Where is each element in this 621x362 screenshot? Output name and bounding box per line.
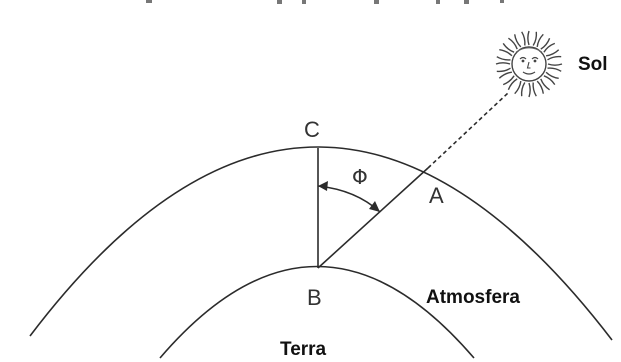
label-angle-phi: Φ <box>352 165 368 189</box>
sun-ray <box>508 37 518 50</box>
sun-ray <box>502 75 515 86</box>
sun-ray <box>536 80 544 94</box>
sun-ray-dashed <box>427 92 509 169</box>
label-earth: Terra <box>280 339 327 360</box>
slant-path-ba <box>317 167 429 269</box>
sun-ray <box>536 33 544 47</box>
sun-ray <box>543 42 556 53</box>
atmosphere-boundary-arc <box>29 146 613 341</box>
angle-arrow-right <box>369 201 380 212</box>
sun-ray <box>514 81 522 95</box>
sun-ray <box>502 43 515 53</box>
sun-ray <box>532 82 537 97</box>
sun-ray <box>520 82 526 97</box>
label-atmosphere: Atmosfera <box>426 287 520 308</box>
sun-ray <box>528 82 531 98</box>
sun-ray <box>532 31 538 46</box>
angle-arrow-left <box>318 181 328 191</box>
sun-ray <box>547 67 562 72</box>
sun-ray <box>545 71 559 79</box>
cropped-top-marks <box>146 0 504 4</box>
sun-ray <box>540 37 551 50</box>
earth-surface-arc <box>159 265 475 359</box>
sun-ray <box>547 55 562 61</box>
sun-ray <box>498 71 512 79</box>
label-point-c: C <box>304 117 320 142</box>
sun-ray <box>540 78 550 91</box>
sun-ray <box>514 34 522 48</box>
sun-face-icon <box>495 30 563 98</box>
sun-ray <box>546 49 560 57</box>
sun-ray <box>496 67 511 73</box>
sun-ray <box>507 78 518 91</box>
label-sun: Sol <box>578 54 608 75</box>
sun-ray <box>521 31 526 46</box>
sun-ray <box>547 63 563 66</box>
label-point-b: B <box>307 285 322 310</box>
label-point-a: A <box>429 183 444 208</box>
sun-ray <box>496 56 511 61</box>
sun-ray <box>527 30 530 46</box>
sun-ray <box>499 49 513 57</box>
sun-ray <box>543 75 556 85</box>
sun-ray <box>495 62 511 65</box>
